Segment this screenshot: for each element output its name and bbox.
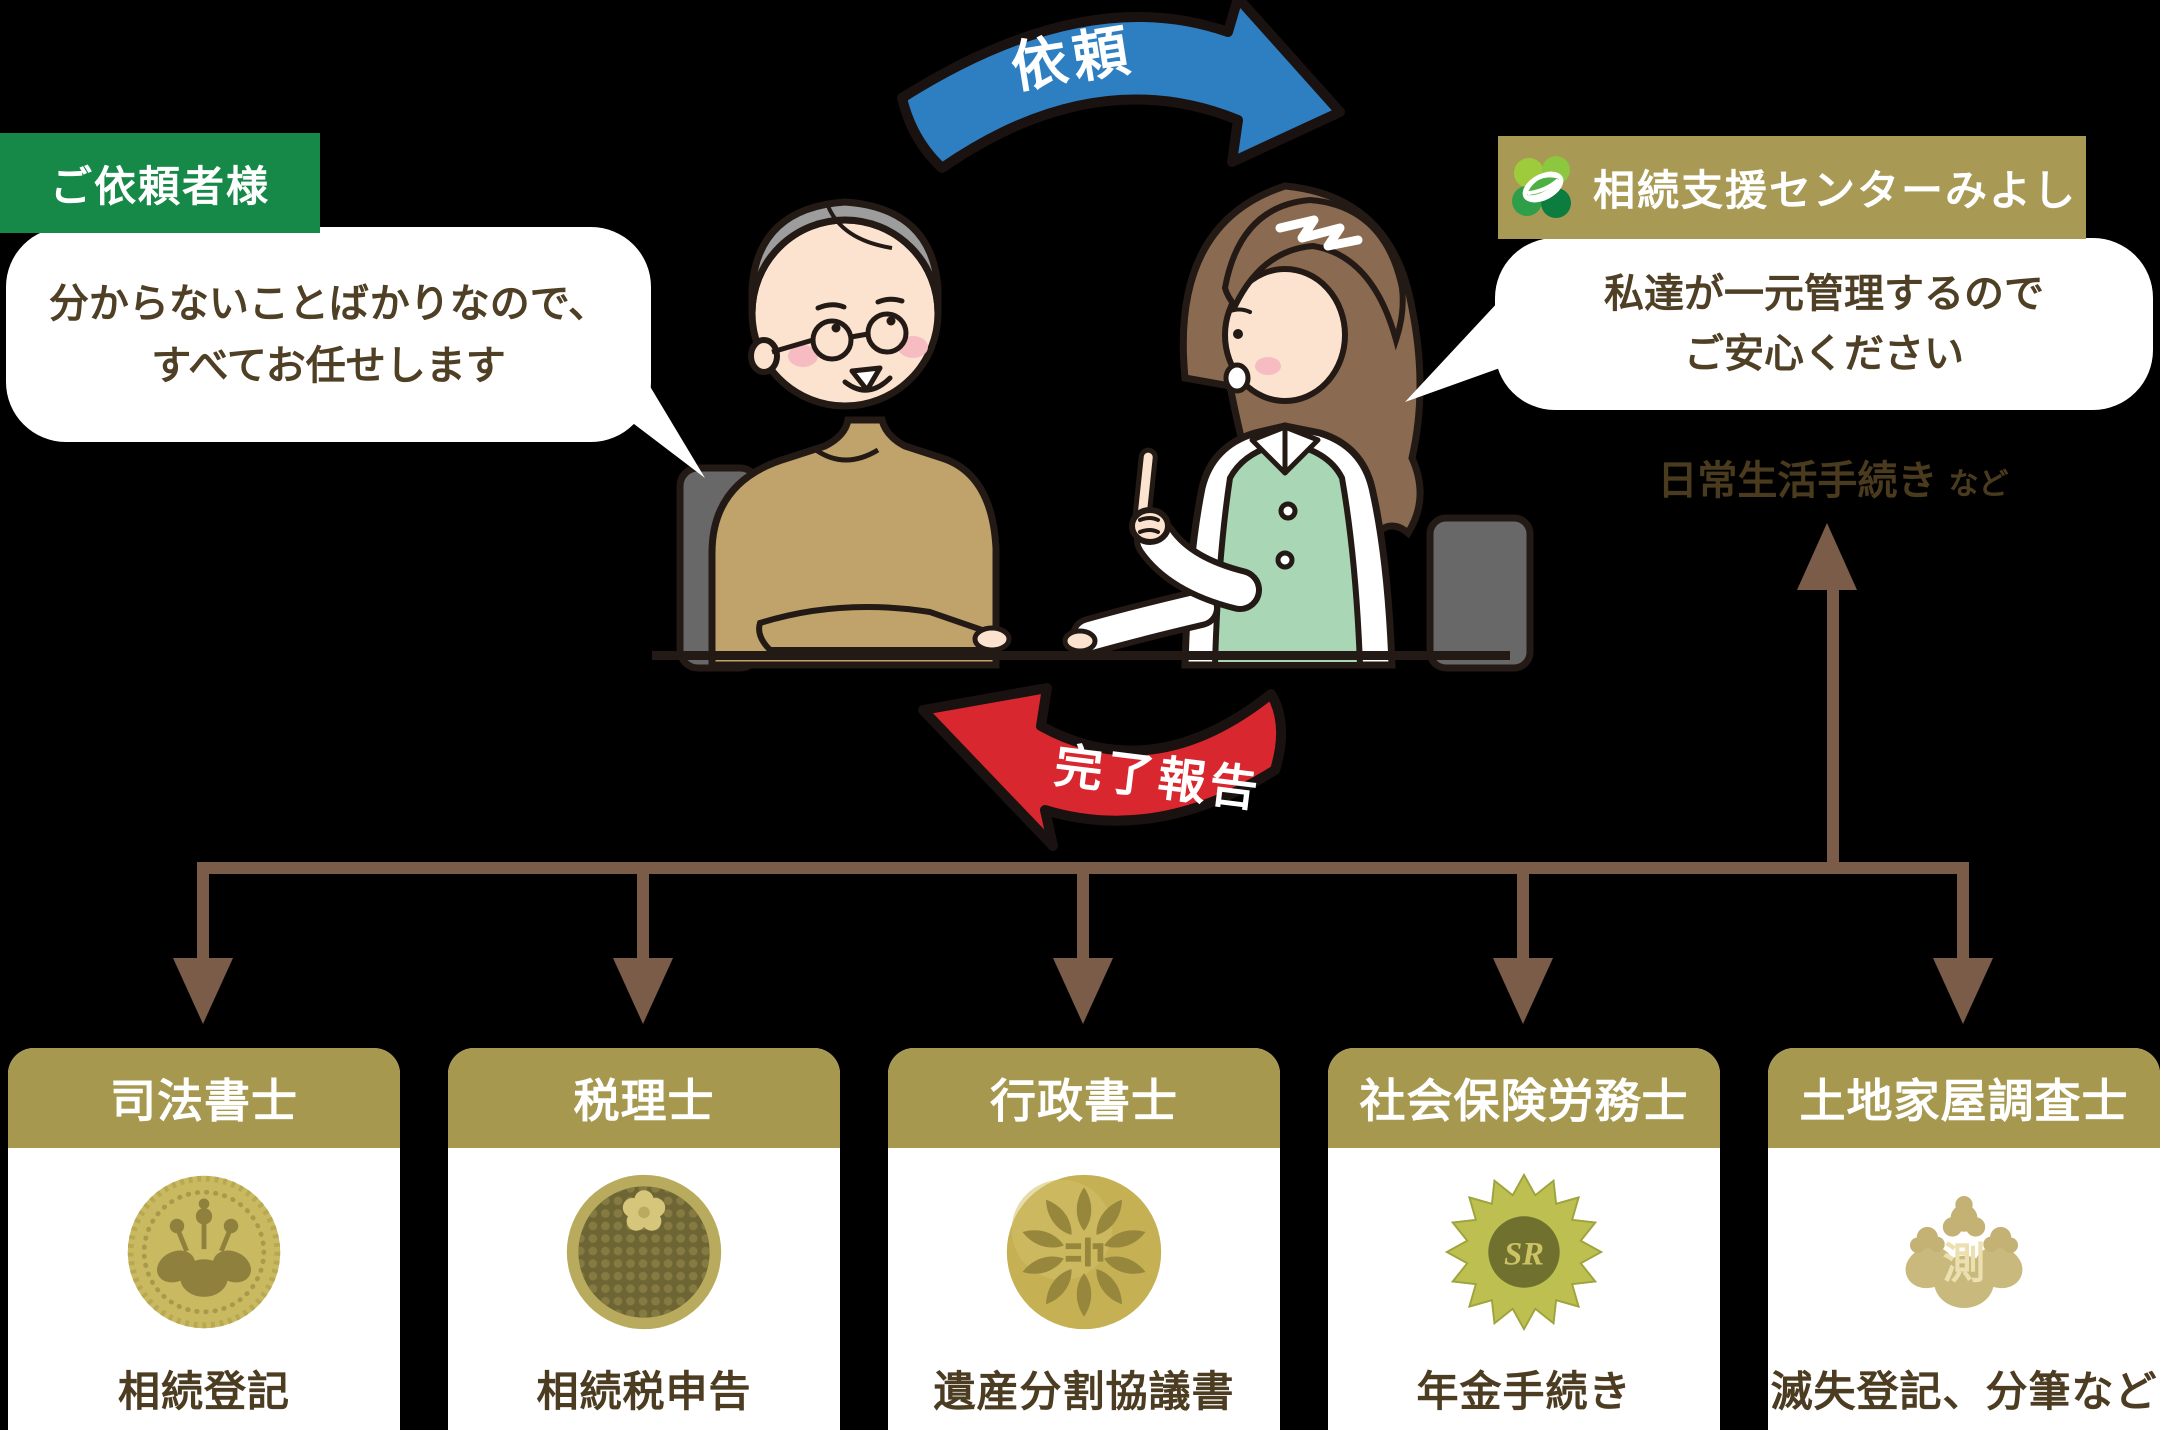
connector-down-arrow [1933,868,1993,1024]
consultation-illustration [652,182,1534,672]
woman-resting-arm [1062,588,1220,656]
specialist-card-chosashi: 土地家屋調査士 測 滅失登記、分筆など [1768,1048,2160,1430]
card-body: 測 滅失登記、分筆など [1768,1148,2160,1419]
request-arrow: 依頼 [897,0,1345,173]
connector-down-arrow [1493,868,1553,1024]
connector-down-arrow [613,868,673,1024]
card-header: 土地家屋調査士 [1768,1048,2160,1148]
sakura-checker-seal-icon [566,1174,722,1330]
specialist-title: 司法書士 [110,1075,298,1127]
client-speech-bubble: 分からないことばかりなので、 すべてお任せします [6,227,651,442]
specialist-task: 年金手続き [1416,1368,1632,1415]
client-badge: ご依頼者様 [0,133,320,233]
woman-pointing-hand [1129,447,1262,612]
connector-up-arrow [1797,523,1857,868]
sr-sunburst-seal-icon: SR [1444,1172,1604,1332]
daily-procedures-label: 日常生活手続き など [1633,448,2033,506]
card-header: 税理士 [448,1048,840,1148]
client-badge-label: ご依頼者様 [49,162,270,210]
center-bubble-line2: ご安心ください [1684,332,1964,376]
specialist-card-sharoshi: 社会保険労務士 SR 年金手続き [1328,1048,1720,1430]
card-body: 遺産分割協議書 [888,1148,1280,1419]
elderly-man-illustration [708,198,1000,669]
specialist-title: 土地家屋調査士 [1799,1075,2129,1127]
table [652,651,1510,660]
office-chair-right [1426,514,1534,672]
daily-procedures-main: 日常生活手続き [1657,459,1938,503]
specialist-card-shiho-shoshi: 司法書士 相続登記 [8,1048,400,1430]
cosmos-gold-seal-icon [1006,1174,1162,1330]
card-body: 相続税申告 [448,1148,840,1419]
card-body: SR 年金手続き [1328,1148,1720,1419]
glasses-icon [771,311,909,362]
specialist-task: 遺産分割協議書 [933,1368,1235,1415]
card-header: 司法書士 [8,1048,400,1148]
daily-procedures-suffix: など [1948,468,2009,501]
specialist-card-gyosei-shoshi: 行政書士 [888,1048,1280,1430]
client-bubble-line2: すべてお任せします [151,343,506,388]
specialist-title: 税理士 [573,1075,715,1127]
sr-seal-letters: SR [1504,1237,1544,1273]
card-body: 相続登記 [8,1148,400,1419]
man-arm [756,603,1012,653]
specialist-task: 相続税申告 [536,1368,752,1415]
center-bubble-tail [1405,300,1500,402]
kiri-seal-kanji: 測 [1943,1240,1985,1287]
specialist-task: 相続登記 [117,1368,290,1415]
card-header: 社会保険労務士 [1328,1048,1720,1148]
specialist-card-zeirishi: 税理士 相続税申告 [448,1048,840,1430]
specialist-title: 社会保険労務士 [1359,1075,1689,1127]
card-header: 行政書士 [888,1048,1280,1148]
center-bubble-line1: 私達が一元管理するので [1604,272,2044,316]
specialist-title: 行政書士 [990,1075,1178,1127]
client-bubble-line1: 分からないことばかりなので、 [48,281,609,326]
support-center-badge-label: 相続支援センターみよし [1592,167,2077,214]
connector-down-arrow [173,868,233,1024]
paulownia-gold-seal-icon [127,1175,281,1329]
support-center-speech-bubble: 私達が一元管理するので ご安心ください [1495,238,2153,410]
clover-logo-icon [1511,155,1571,218]
kiri-crest-seal-icon: 測 [1905,1196,2023,1308]
connector-down-arrow [1053,868,1113,1024]
report-arrow: 完了報告 [918,683,1287,851]
support-center-badge: 相続支援センターみよし [1498,136,2086,239]
specialist-task: 滅失登記、分筆など [1770,1368,2158,1415]
